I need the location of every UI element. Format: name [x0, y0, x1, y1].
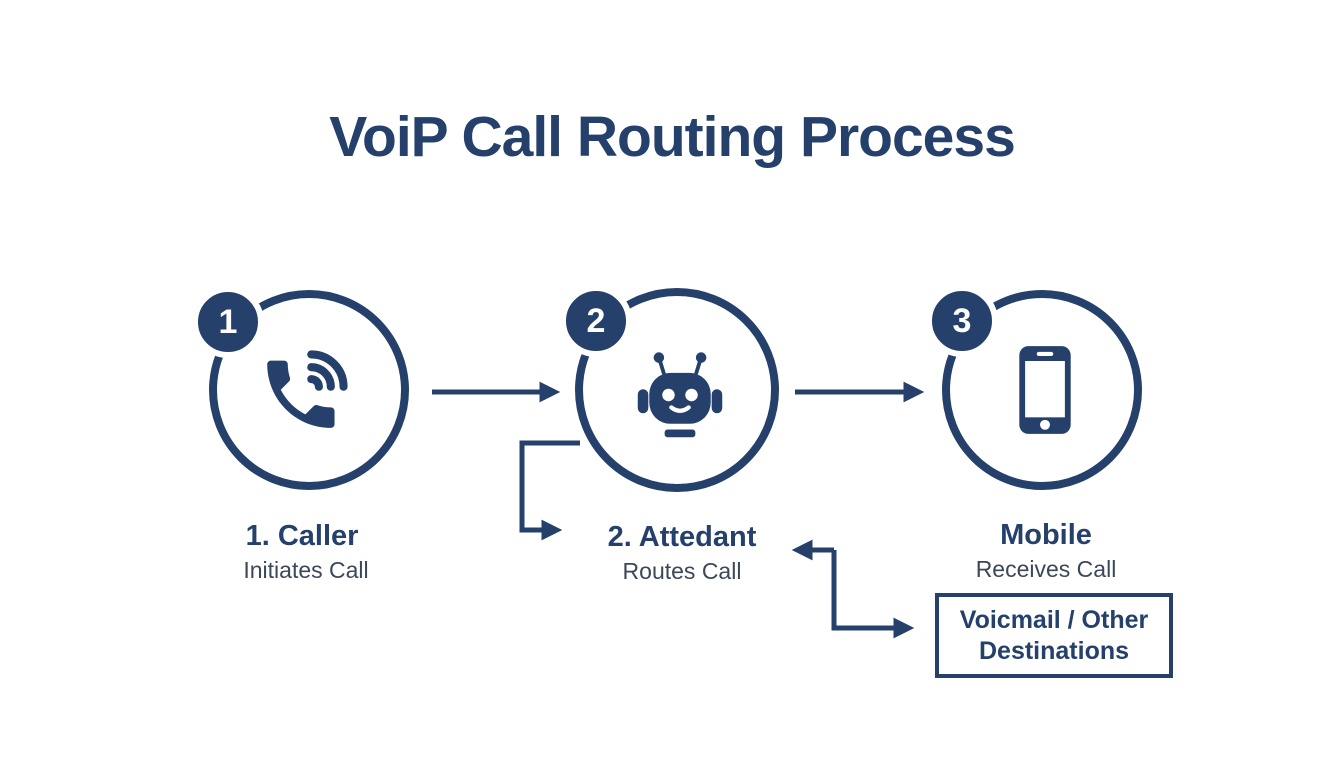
- step-badge-3: 3: [926, 285, 998, 357]
- elbow-arrow-circle-to-attendant-label: [519, 440, 580, 541]
- elbow-arrow-to-destination-box: [831, 550, 915, 639]
- step-badge-number: 3: [952, 302, 972, 340]
- step-title-mobile: Mobile: [1000, 519, 1092, 551]
- destination-box-line2: Destinations: [978, 636, 1130, 665]
- step-title-caller: 1. Caller: [245, 520, 359, 552]
- step-badge-number: 1: [218, 303, 238, 341]
- step-badge-1: 1: [192, 286, 264, 358]
- step-badge-2: 2: [560, 285, 632, 357]
- step-title-attendant: 2. Attedant: [607, 521, 757, 553]
- smartphone-icon: [1019, 346, 1071, 434]
- step-circle-attendant: [575, 288, 779, 492]
- step-badge-number: 2: [586, 302, 606, 340]
- destination-box: Voicmail / Other Destinations: [935, 593, 1173, 678]
- destination-box-line1: Voicmail / Other: [959, 606, 1149, 634]
- robot-attendant-icon: [637, 352, 723, 438]
- step-subtitle-attendant: Routes Call: [622, 558, 742, 584]
- step-circle-mobile: [942, 290, 1142, 490]
- phone-call-icon: [267, 350, 348, 428]
- step-subtitle-caller: Initiates Call: [243, 557, 369, 583]
- step-subtitle-mobile: Receives Call: [975, 556, 1117, 582]
- diagram-title: VoiP Call Routing Process: [329, 105, 1016, 169]
- step-circle-caller: [209, 290, 409, 490]
